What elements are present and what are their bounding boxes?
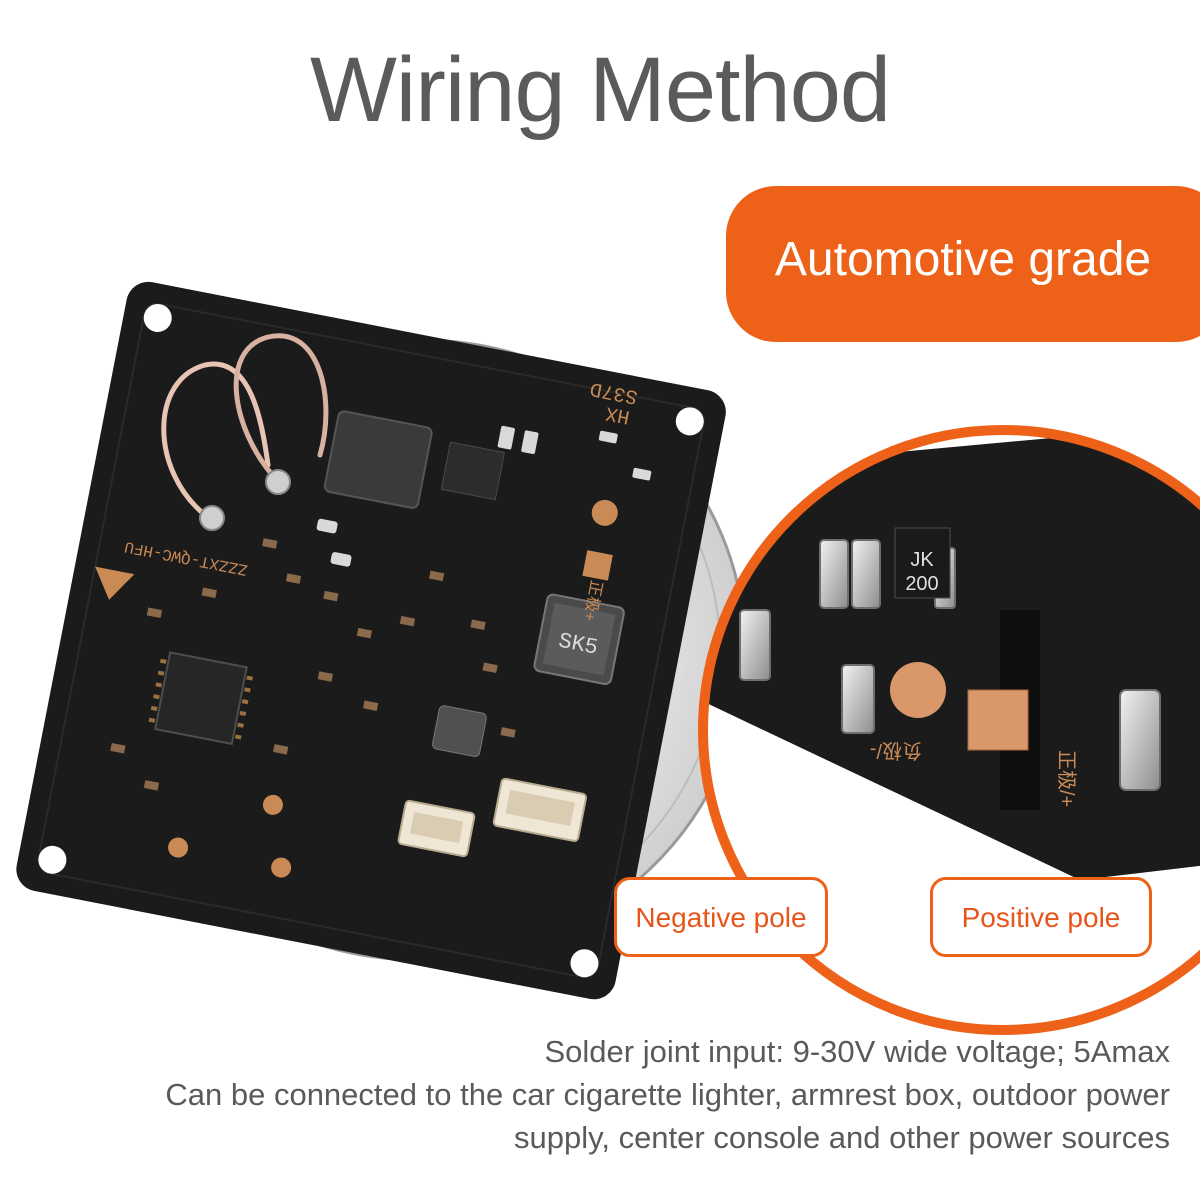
description-line-2: Can be connected to the car cigarette li… — [165, 1077, 1170, 1112]
negative-pole-label: Negative pole — [635, 902, 807, 933]
svg-text:200: 200 — [905, 573, 938, 595]
svg-text:正极/+: 正极/+ — [1055, 750, 1078, 807]
positive-pole-label: Positive pole — [961, 902, 1121, 933]
description-line-1: Solder joint input: 9-30V wide voltage; … — [544, 1034, 1170, 1069]
negative-pole-box — [614, 877, 828, 957]
svg-text:HX: HX — [604, 400, 632, 427]
pcb-board: SK5 — [16, 281, 726, 1000]
automotive-grade-label: Automotive grade — [774, 233, 1152, 286]
connector-left — [397, 799, 476, 858]
antenna-wires — [161, 333, 329, 531]
positive-pole-box — [930, 877, 1152, 957]
description-line-3: supply, center console and other power s… — [514, 1120, 1170, 1155]
svg-text:JK: JK — [910, 549, 934, 571]
page-title: Wiring Method — [309, 39, 891, 141]
svg-text:负极/-: 负极/- — [870, 739, 922, 762]
connector-right — [492, 777, 587, 842]
inductor-sk5: SK5 — [533, 593, 625, 685]
controller-chip — [148, 651, 254, 746]
automotive-grade-badge — [726, 186, 1200, 342]
